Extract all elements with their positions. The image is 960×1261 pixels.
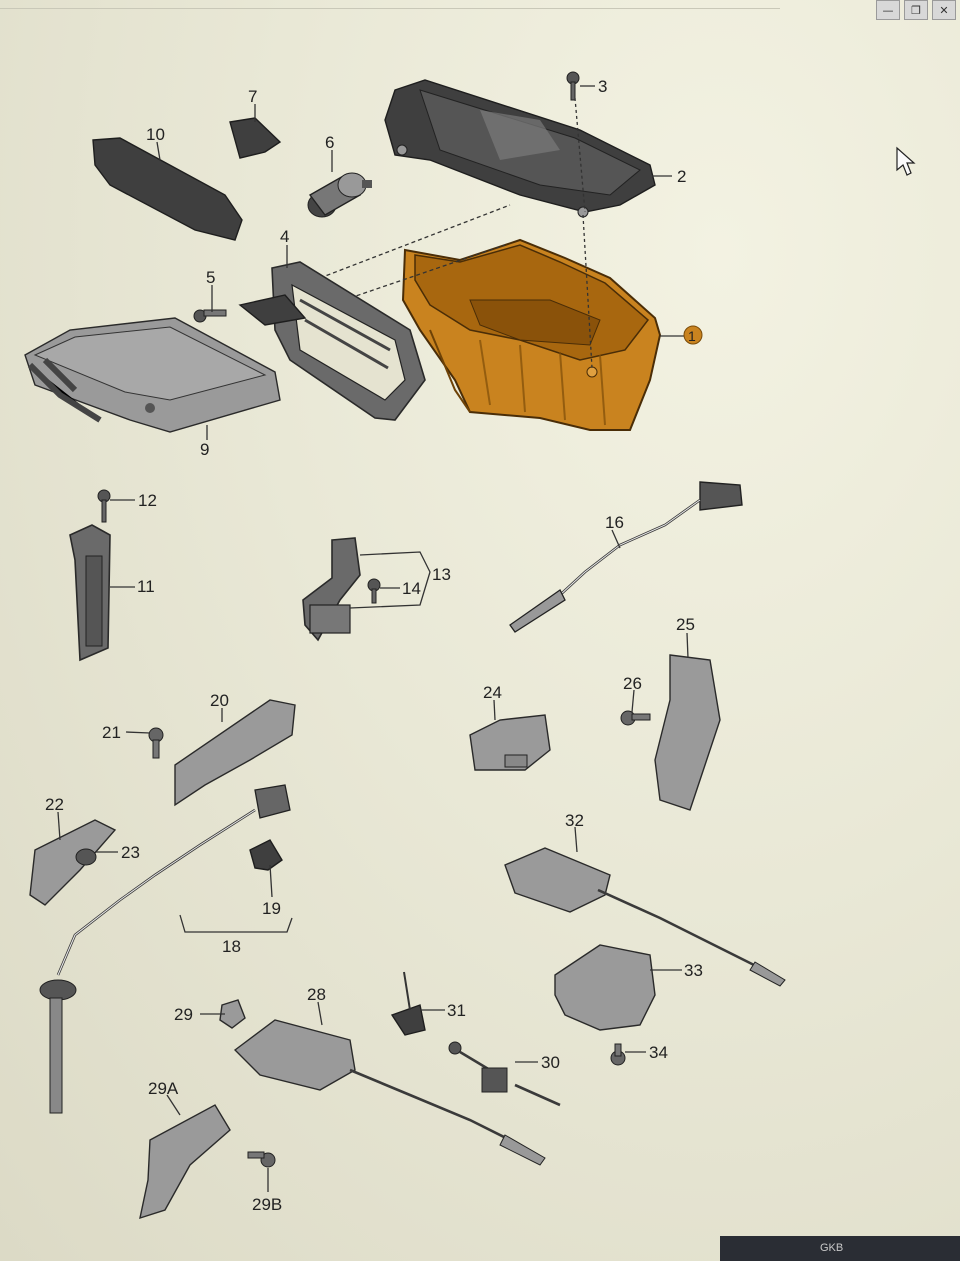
callout-14[interactable]: 14 (402, 579, 421, 598)
callout-3[interactable]: 3 (598, 77, 607, 96)
callout-29[interactable]: 29 (174, 1005, 193, 1024)
part-26-screw[interactable] (620, 710, 651, 726)
callout-34[interactable]: 34 (649, 1043, 668, 1062)
part-6-cylinder[interactable] (307, 172, 372, 218)
part-16-probe[interactable] (509, 481, 743, 633)
close-button[interactable]: ✕ (932, 0, 956, 20)
part-5-screw[interactable] (193, 309, 227, 323)
arrow-pointer-icon (896, 146, 916, 176)
taskbar: GKB (720, 1236, 960, 1261)
part-20-bracket[interactable] (174, 699, 296, 807)
callout-22[interactable]: 22 (45, 795, 64, 814)
part-34-screw[interactable] (610, 1043, 626, 1066)
part-30-connector[interactable] (448, 1041, 561, 1107)
part-24-pressure-sensor[interactable] (469, 714, 551, 771)
callout-25[interactable]: 25 (676, 615, 695, 634)
part-19-clip[interactable] (249, 839, 283, 871)
callout-13[interactable]: 13 (432, 565, 451, 584)
part-29b-screw[interactable] (247, 1151, 276, 1168)
callout-1[interactable]: 1 (688, 328, 696, 344)
callout-6[interactable]: 6 (325, 133, 334, 152)
part-32-nox-sensor[interactable] (504, 847, 786, 987)
part-28-nox-sensor[interactable] (233, 1019, 546, 1166)
window-top-border (0, 8, 780, 9)
callout-16[interactable]: 16 (605, 513, 624, 532)
callout-11[interactable]: 11 (137, 577, 155, 596)
part-18-temperature-sensor[interactable] (39, 784, 291, 1114)
callout-32[interactable]: 32 (565, 811, 584, 830)
part-10-cover-strip[interactable] (92, 137, 243, 241)
part-29a-bracket[interactable] (139, 1104, 231, 1220)
part-5-clip[interactable] (238, 294, 307, 326)
callout-29a[interactable]: 29A (148, 1079, 179, 1098)
callout-31[interactable]: 31 (447, 1001, 466, 1020)
part-4-bracket-frame[interactable] (271, 261, 426, 421)
callout-26[interactable]: 26 (623, 674, 642, 693)
callout-18[interactable]: 18 (222, 937, 241, 956)
callout-1-highlight-marker[interactable] (683, 325, 703, 345)
part-21-screw[interactable] (148, 727, 164, 759)
callout-23[interactable]: 23 (121, 843, 140, 862)
part-9-control-unit[interactable] (24, 317, 281, 433)
callout-24[interactable]: 24 (483, 683, 502, 702)
callout-4[interactable]: 4 (280, 227, 289, 246)
part-14-screw[interactable] (367, 578, 381, 604)
part-7-clip[interactable] (229, 117, 282, 159)
part-1-housing-lower-highlighted[interactable] (401, 238, 662, 431)
part-33-bracket[interactable] (554, 944, 656, 1031)
callout-21[interactable]: 21 (102, 723, 121, 742)
callout-7[interactable]: 7 (248, 87, 257, 106)
callout-28[interactable]: 28 (307, 985, 326, 1004)
window-controls: — ❐ ✕ (872, 0, 960, 22)
callout-30[interactable]: 30 (541, 1053, 560, 1072)
callout-12[interactable]: 12 (138, 491, 157, 510)
part-31-clip[interactable] (390, 971, 426, 1036)
callout-10[interactable]: 10 (146, 125, 165, 144)
part-23-nut[interactable] (75, 848, 97, 866)
restore-button[interactable]: ❐ (904, 0, 928, 20)
part-25-bracket[interactable] (654, 654, 721, 811)
callout-19[interactable]: 19 (262, 899, 281, 918)
callout-5[interactable]: 5 (206, 268, 215, 287)
taskbar-label[interactable]: GKB (820, 1242, 844, 1254)
callout-29b[interactable]: 29B (252, 1195, 282, 1214)
callout-2[interactable]: 2 (677, 167, 686, 186)
callout-leaders (57, 85, 689, 1192)
part-3-screw[interactable] (566, 71, 580, 101)
part-11-sensor[interactable] (69, 524, 111, 662)
part-12-screw[interactable] (97, 489, 111, 523)
callout-labels: 1 2 3 4 5 6 7 9 10 11 12 13 14 16 18 19 … (45, 77, 703, 1214)
part-2-housing-cover[interactable] (384, 79, 656, 218)
part-29-clip[interactable] (219, 999, 246, 1029)
callout-33[interactable]: 33 (684, 961, 703, 980)
callout-20[interactable]: 20 (210, 691, 229, 710)
callout-9[interactable]: 9 (200, 440, 209, 459)
minimize-button[interactable]: — (876, 0, 900, 20)
part-22-bracket[interactable] (29, 819, 117, 906)
part-13-sensor[interactable] (302, 537, 361, 642)
